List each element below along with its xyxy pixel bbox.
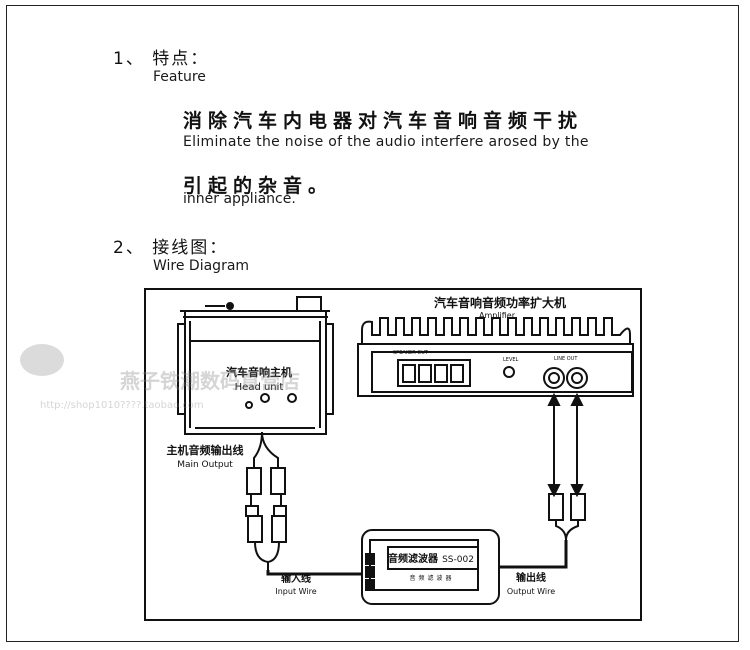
page-border: [6, 5, 739, 642]
output-wire-label-en: Output Wire: [507, 587, 555, 596]
level-label: LEVEL: [503, 357, 519, 363]
feature-line2-zh: 引起的杂音。: [183, 175, 334, 197]
feature-line1-zh: 消除汽车内电器对汽车音响音频干扰: [183, 110, 584, 132]
head-unit-label-en: Head unit: [235, 382, 284, 393]
main-output-label-en: Main Output: [177, 460, 233, 470]
feature-heading: 1、 特点：: [113, 49, 210, 69]
feature-line1-en: Eliminate the noise of the audio interfe…: [183, 134, 589, 150]
watermark-shop-url: http://shop1010????.taobao.com: [40, 400, 204, 411]
feature-heading-en: Feature: [153, 69, 206, 85]
watermark-shop-name: 燕子铁潮数码直营店: [120, 369, 300, 393]
line-out-label: LINE OUT: [554, 356, 578, 362]
amplifier-label-en: Amplifier: [479, 311, 516, 320]
output-rca-cable: [547, 392, 586, 541]
filter-model: SS-002: [442, 555, 474, 565]
input-wire-label-en: Input Wire: [275, 587, 316, 596]
filter-sub-label: 音频滤波器: [409, 574, 454, 582]
feature-line2-en: inner appliance.: [183, 191, 296, 207]
main-output-cable: [245, 431, 287, 570]
output-wire-label-zh: 输出线: [516, 571, 546, 584]
wire-diagram-heading-en: Wire Diagram: [153, 258, 250, 274]
head-unit-label-zh: 汽车音响主机: [226, 365, 292, 379]
amplifier-label-zh: 汽车音响音频功率扩大机: [434, 295, 566, 310]
speaker-out-label: SPEAKER OUT: [393, 350, 429, 356]
shop-watermark: 燕子铁潮数码直营店 http://shop1010????.taobao.com: [20, 344, 300, 411]
input-wire-label-zh: 输入线: [281, 572, 311, 585]
amplifier-body: [357, 317, 634, 397]
main-output-label-zh: 主机音频输出线: [167, 443, 244, 457]
head-unit: [177, 296, 334, 435]
filter-label-zh: 音频滤波器: [388, 552, 439, 565]
audio-filter-box: [361, 529, 500, 605]
output-wire: [499, 540, 568, 569]
wire-diagram-heading: 2、 接线图：: [113, 238, 229, 258]
diagram-box: [144, 288, 642, 621]
input-wire: [266, 570, 362, 576]
